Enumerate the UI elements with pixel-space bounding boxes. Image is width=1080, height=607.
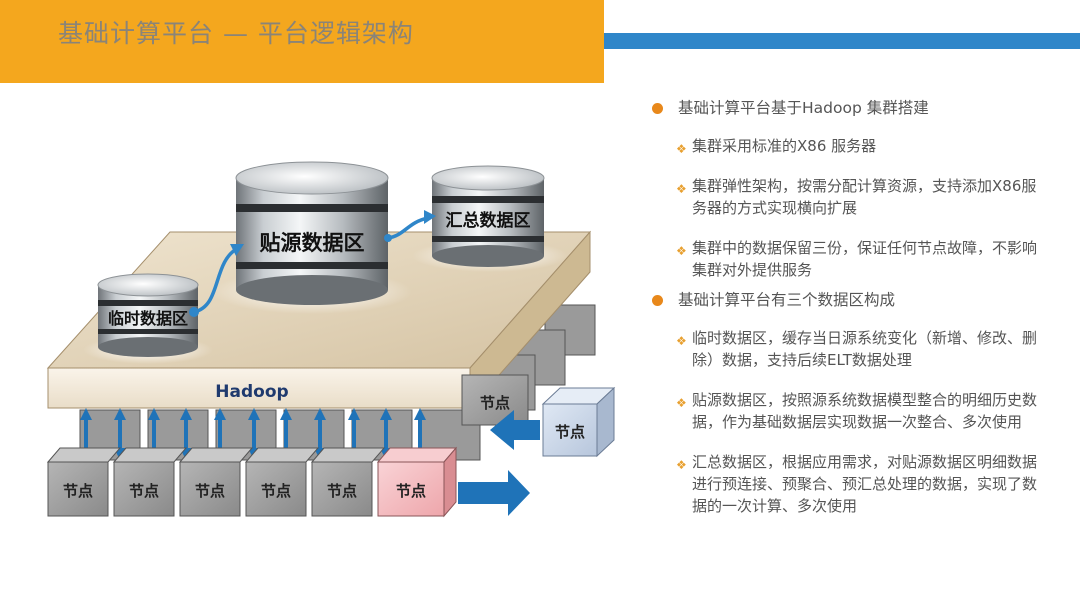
orange-diamond-icon: ❖	[676, 458, 687, 472]
node-label: 节点	[480, 394, 510, 412]
bullet-level1: 基础计算平台有三个数据区构成	[650, 289, 1050, 311]
vertical-arrows	[80, 408, 426, 460]
bullet-level1: 基础计算平台基于Hadoop 集群搭建	[650, 97, 1050, 119]
remove-node-arrow	[458, 470, 530, 516]
add-node-arrow	[490, 410, 540, 450]
temp-to-source-arrow	[193, 246, 239, 314]
arrow-start-dot	[384, 234, 392, 242]
bullet-level2: ❖ 临时数据区，缓存当日源系统变化（新增、修改、删除）数据，支持后续ELT数据处…	[676, 329, 1038, 369]
highlighted-node: 节点	[376, 446, 458, 518]
node-label: 节点	[396, 482, 426, 500]
orange-dot-icon	[652, 103, 663, 114]
orange-diamond-icon: ❖	[676, 182, 687, 196]
db-temp-zone: 临时数据区	[97, 273, 199, 357]
architecture-diagram: Hadoop 节点 节点 节点	[46, 161, 616, 518]
orange-dot-icon	[652, 295, 663, 306]
front-node-row: 节点 节点 节点 节点 节点 节点	[46, 446, 458, 518]
db-source-zone: 贴源数据区	[235, 161, 389, 305]
node-label: 节点	[261, 482, 291, 500]
orange-diamond-icon: ❖	[676, 396, 687, 410]
arrow-head	[230, 244, 244, 256]
bullet-level2: ❖ 集群弹性架构，按需分配计算资源，支持添加X86服务器的方式实现横向扩展	[676, 177, 1037, 217]
new-node-label: 节点	[555, 423, 585, 441]
bullet-list: 基础计算平台基于Hadoop 集群搭建 ❖ 集群采用标准的X86 服务器 ❖ 集…	[650, 97, 1050, 535]
node-label: 节点	[195, 482, 225, 500]
arrow-head	[424, 210, 436, 224]
page-title: 基础计算平台 — 平台逻辑架构	[58, 19, 414, 48]
title-band	[0, 0, 604, 83]
node-label: 节点	[129, 482, 159, 500]
orange-diamond-icon: ❖	[676, 142, 687, 156]
bullet-level2: ❖ 汇总数据区，根据应用需求，对贴源数据区明细数据进行预连接、预聚合、预汇总处理…	[676, 453, 1038, 515]
db-summary-label: 汇总数据区	[446, 210, 531, 231]
node-label: 节点	[63, 482, 93, 500]
bullet-level2: ❖ 集群采用标准的X86 服务器	[650, 135, 1050, 157]
orange-diamond-icon: ❖	[676, 244, 687, 258]
arrow-start-dot	[189, 307, 199, 317]
db-summary-zone: 汇总数据区	[431, 165, 545, 267]
right-node-stack: 节点	[461, 374, 529, 426]
bullet-level2: ❖ 贴源数据区，按照源系统数据模型整合的明细历史数据，作为基础数据层实现数据一次…	[676, 391, 1038, 431]
node-label: 节点	[327, 482, 357, 500]
db-temp-label: 临时数据区	[108, 309, 188, 328]
platform-label: Hadoop	[215, 382, 288, 402]
bullet-level2: ❖ 集群中的数据保留三份，保证任何节点故障，不影响集群对外提供服务	[676, 239, 1038, 279]
db-source-label: 贴源数据区	[260, 231, 365, 255]
accent-bar	[604, 33, 1080, 49]
orange-diamond-icon: ❖	[676, 334, 687, 348]
new-node: 节点	[541, 386, 616, 458]
